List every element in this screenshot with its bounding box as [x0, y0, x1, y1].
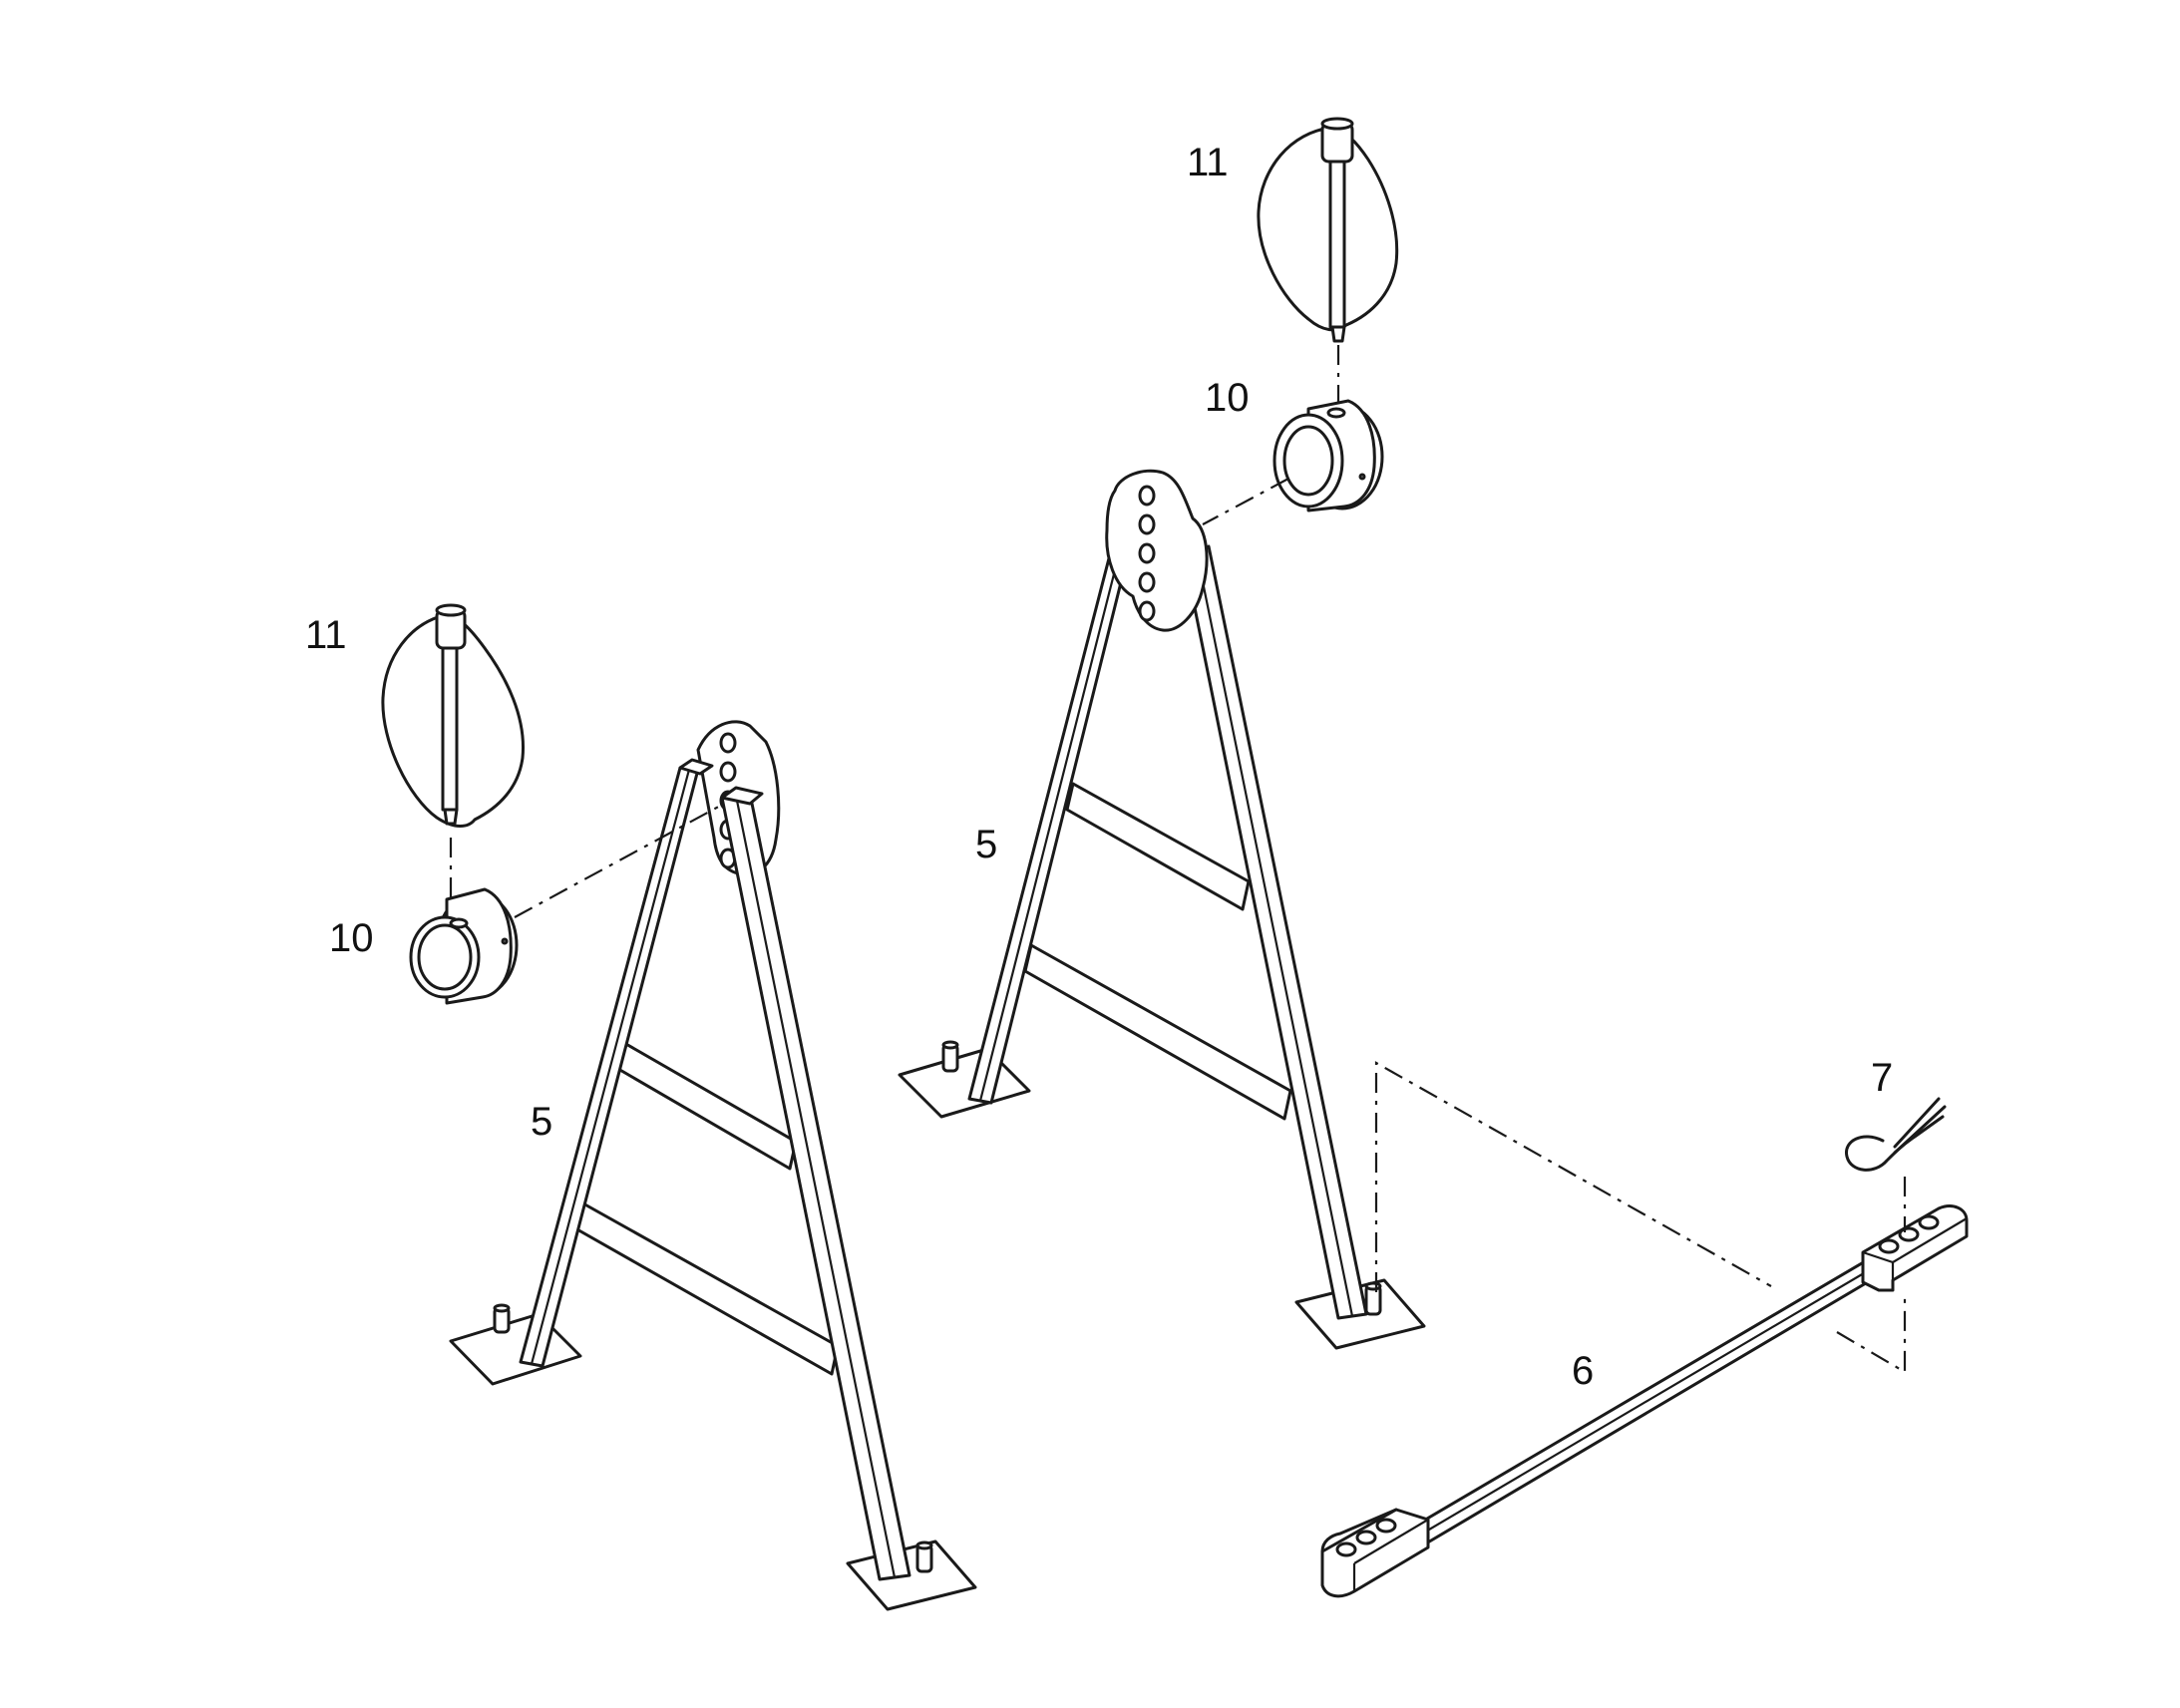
stand-left-leg-cap-right [720, 786, 764, 806]
stand-right-peg-right [1364, 1281, 1382, 1316]
callout-bush-right: 10 [1205, 376, 1250, 420]
axis-line-tie-bar-clip [1836, 1292, 1907, 1374]
stand-left-leg-cap-left [678, 758, 714, 776]
stand-right-brace-lower [1023, 943, 1292, 1121]
lynch-pin-right [1257, 117, 1399, 343]
axis-line-bush-right [1202, 478, 1289, 525]
callout-stand-right: 5 [975, 823, 997, 866]
stand-left-foot-plate-left [449, 1312, 582, 1386]
axis-line-tie-bar-stand [1374, 1061, 1772, 1292]
bush-left-face [409, 915, 481, 999]
stand-right-peg-left [941, 1040, 959, 1073]
stand-left-foot-plate-right [846, 1539, 977, 1611]
callout-pin-left: 11 [305, 613, 347, 657]
lynch-pin-left [381, 603, 526, 828]
stand-left [449, 720, 977, 1611]
axis-line-bush-left [514, 803, 725, 918]
stand-left-peg-left [493, 1303, 511, 1334]
stand-right-head-plate [1105, 469, 1209, 632]
stand-right-foot-plate-left [898, 1047, 1031, 1119]
stand-left-brace-lower [573, 1200, 840, 1376]
stand-left-brace-upper [616, 1041, 798, 1171]
callout-tie-bar: 6 [1572, 1349, 1594, 1393]
tie-bar-end-right-holes [1878, 1214, 1940, 1254]
stand-right [898, 469, 1426, 1350]
callout-clip: 7 [1871, 1056, 1893, 1100]
stand-right-head-holes [1138, 485, 1156, 622]
lynch-pin-right-shaft [1328, 158, 1346, 329]
stand-right-leg-right [1183, 544, 1368, 1320]
tie-bar [1320, 1204, 1969, 1598]
callout-bush-left: 10 [329, 916, 374, 960]
tie-bar-end-left-holes [1335, 1518, 1397, 1557]
bush-right [1272, 399, 1384, 512]
lynch-pin-left-ring [381, 612, 526, 828]
bush-left [409, 887, 519, 1005]
stand-right-brace-upper [1065, 782, 1251, 911]
callout-stand-left: 5 [531, 1100, 552, 1144]
stand-left-peg-right [915, 1540, 933, 1573]
lynch-pin-left-shaft [441, 642, 459, 812]
tie-bar-end-left [1320, 1508, 1430, 1598]
callout-pin-right: 11 [1187, 141, 1229, 184]
r-clip [1845, 1097, 1947, 1172]
